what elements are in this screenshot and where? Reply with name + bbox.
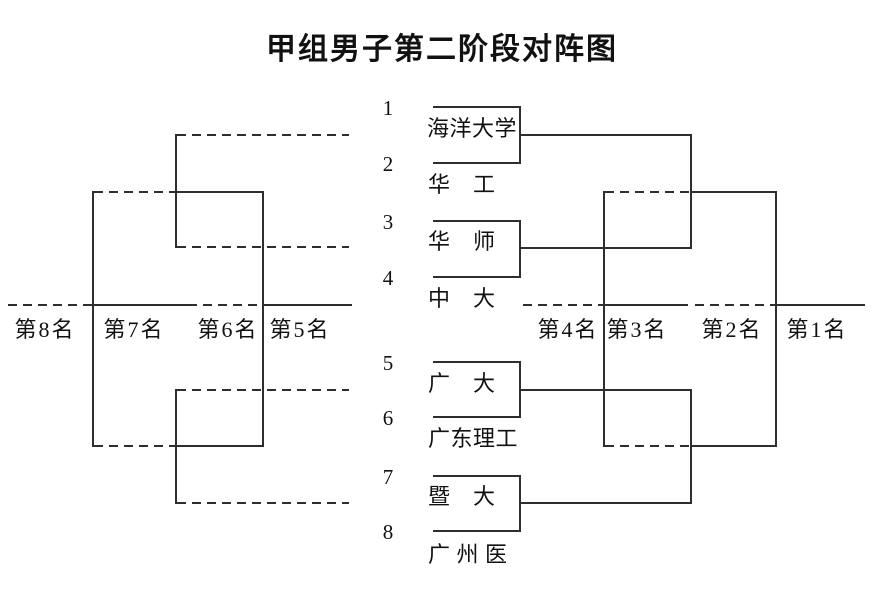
placement-label-8: 第8名 <box>14 317 76 342</box>
seed-number-7: 7 <box>382 465 394 489</box>
team-name-6: 广东理工 <box>428 426 519 451</box>
team-name-1: 海洋大学 <box>427 116 518 141</box>
line-qf4-winner <box>519 502 692 504</box>
team-name-7: 暨 大 <box>428 484 496 509</box>
line-qf3-winner <box>519 389 692 391</box>
line-place1-solid <box>777 304 865 306</box>
line-final-vertical <box>775 191 777 447</box>
line-csf2-loser-dashed <box>94 445 175 447</box>
seed-number-1: 1 <box>382 96 394 120</box>
seed-number-5: 5 <box>382 351 394 375</box>
line-place8-dashed <box>8 304 92 306</box>
seed-number-8: 8 <box>382 520 394 544</box>
team-name-3: 华 师 <box>428 229 496 254</box>
placement-label-4: 第4名 <box>537 317 599 342</box>
line-place4-dashed <box>523 304 603 306</box>
line-seventh-place-vertical <box>92 191 94 447</box>
seed-number-2: 2 <box>382 152 394 176</box>
line-third-place-vertical <box>603 191 605 447</box>
placement-label-2: 第2名 <box>701 317 763 342</box>
team-name-4: 中 大 <box>428 286 496 311</box>
line-csf1-vertical <box>175 134 177 248</box>
line-fifth-place-vertical <box>262 191 264 447</box>
placement-label-3: 第3名 <box>606 317 668 342</box>
line-place3-solid <box>605 304 688 306</box>
line-qf4-loser-dashed <box>177 502 349 504</box>
line-qf2-bottom <box>433 276 521 278</box>
line-csf2-winner <box>177 445 264 447</box>
line-qf2-winner <box>519 247 692 249</box>
line-qf3-top <box>433 361 521 363</box>
team-name-2: 华 工 <box>428 172 496 197</box>
line-place2-dashed <box>695 304 775 306</box>
placement-label-5: 第5名 <box>269 317 331 342</box>
line-qf2-top <box>433 220 521 222</box>
seed-number-6: 6 <box>382 406 394 430</box>
line-qf1-bottom <box>433 162 521 164</box>
line-sf2-loser-dashed <box>605 445 690 447</box>
placement-label-6: 第6名 <box>197 317 259 342</box>
line-qf4-bottom <box>433 530 521 532</box>
page-title: 甲组男子第二阶段对阵图 <box>266 33 618 66</box>
team-name-8: 广 州 医 <box>428 542 508 567</box>
line-place6-dashed <box>188 304 262 306</box>
line-sf2-winner <box>690 445 777 447</box>
line-qf1-winner <box>519 134 692 136</box>
line-qf4-top <box>433 475 521 477</box>
team-name-5: 广 大 <box>428 371 496 396</box>
placement-label-1: 第1名 <box>786 317 848 342</box>
line-csf1-loser-dashed <box>94 191 175 193</box>
line-qf2-vertical <box>519 220 521 278</box>
line-csf2-vertical <box>175 389 177 504</box>
seed-number-4: 4 <box>382 266 394 290</box>
line-qf1-loser-dashed <box>177 134 349 136</box>
line-csf1-winner <box>177 191 264 193</box>
line-qf3-bottom <box>433 416 521 418</box>
line-sf1-loser-dashed <box>605 191 690 193</box>
seed-number-3: 3 <box>382 210 394 234</box>
line-place5-solid <box>264 304 352 306</box>
line-place7-solid <box>94 304 188 306</box>
placement-label-7: 第7名 <box>103 317 165 342</box>
line-sf1-winner <box>690 191 777 193</box>
line-qf1-top <box>433 106 521 108</box>
